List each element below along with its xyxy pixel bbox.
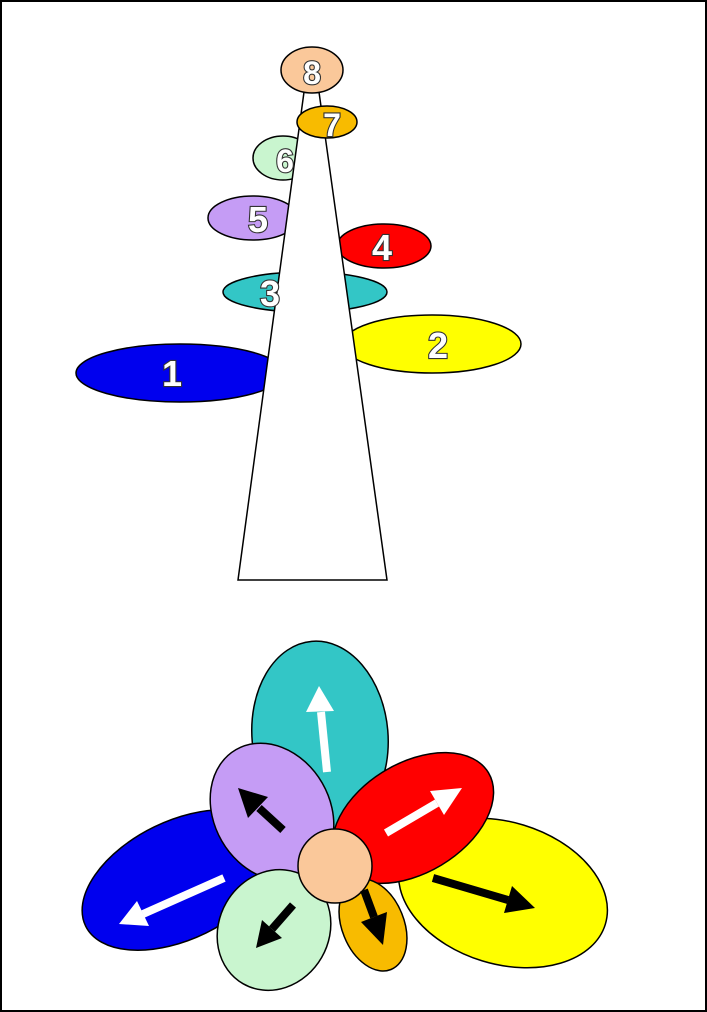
leaf-1-label: 1	[162, 353, 182, 394]
leaf-7-label: 7	[323, 107, 341, 143]
rosette-diagram	[60, 635, 626, 1011]
leaf-2-label: 2	[428, 325, 448, 366]
leaf-8-label: 8	[303, 55, 321, 91]
leaf-4-label: 4	[372, 227, 392, 268]
top-stem-diagram: 1 2 3 4 5 6 7 8	[76, 47, 521, 580]
leaf-5-label: 5	[248, 199, 268, 240]
leaf-6-label: 6	[276, 143, 294, 179]
leaf-3-label: 3	[260, 273, 280, 314]
